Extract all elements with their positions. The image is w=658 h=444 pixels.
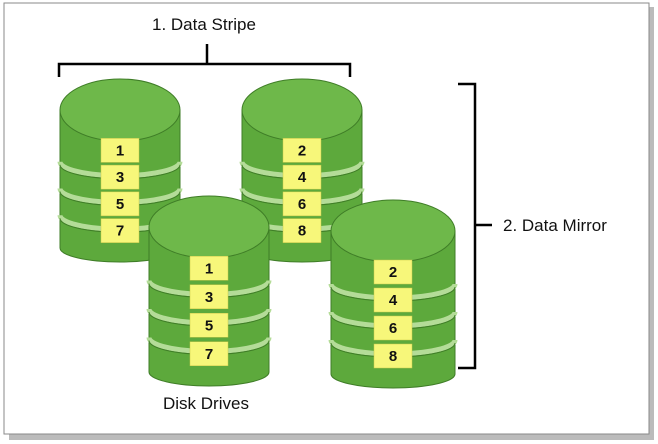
data-chunk-label: 4 — [298, 169, 307, 186]
data-chunk-label: 3 — [205, 289, 213, 306]
data-chunk — [282, 164, 322, 190]
data-chunk-label: 2 — [298, 142, 306, 159]
data-mirror-label: 2. Data Mirror — [503, 216, 607, 235]
data-chunk — [100, 138, 140, 163]
disk-top — [330, 199, 456, 263]
data-chunk-label: 2 — [389, 264, 397, 281]
mirror-bracket — [458, 82, 492, 370]
data-chunk-label: 7 — [205, 346, 213, 363]
stripe-bracket — [57, 44, 352, 77]
data-chunk — [100, 191, 140, 217]
data-chunk-label: 3 — [116, 169, 124, 186]
disk-top — [241, 78, 363, 142]
data-chunk-label: 8 — [389, 348, 397, 365]
data-chunk-label: 4 — [389, 292, 398, 309]
disk-drives-label: Disk Drives — [163, 394, 249, 413]
data-chunk — [189, 341, 229, 366]
disk-front-right: 2 4 6 8 — [328, 199, 458, 389]
disk-group: 1 3 5 7 2 4 6 8 1 3 5 7 2 4 6 8 — [57, 78, 458, 389]
data-chunk — [373, 315, 413, 341]
data-chunk — [189, 284, 229, 309]
disk-top — [59, 78, 181, 142]
data-chunk — [282, 138, 322, 163]
data-stripe-label: 1. Data Stripe — [152, 15, 256, 34]
data-chunk — [100, 164, 140, 190]
data-chunk — [282, 218, 322, 243]
data-chunk — [373, 287, 413, 313]
data-chunk — [189, 256, 229, 281]
data-chunk-label: 5 — [116, 196, 124, 213]
disk-front-left: 1 3 5 7 — [146, 195, 272, 387]
data-chunk-label: 1 — [116, 142, 124, 159]
data-chunk-label: 8 — [298, 223, 306, 240]
data-chunk-label: 6 — [298, 196, 306, 213]
data-chunk-label: 1 — [205, 260, 213, 277]
data-chunk-label: 6 — [389, 320, 397, 337]
data-chunk — [373, 343, 413, 369]
data-chunk — [282, 191, 322, 217]
data-chunk — [373, 259, 413, 285]
data-chunk-label: 5 — [205, 317, 213, 334]
data-chunk — [189, 313, 229, 338]
disk-top — [148, 195, 270, 259]
data-chunk-label: 7 — [116, 223, 124, 240]
data-chunk — [100, 218, 140, 243]
